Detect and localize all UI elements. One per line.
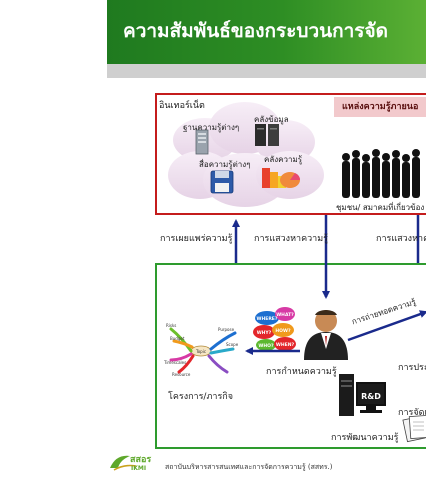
- question-bubbles-icon: WHERE? WHAT? WHY? HOW? WHO? WHEN?: [253, 307, 296, 351]
- cloud-knowledge-label: คลังความรู้: [264, 155, 303, 164]
- mind-map-word: Topic: [195, 349, 206, 354]
- organization-process-box: [155, 263, 426, 449]
- mind-map-word: Budget: [170, 336, 185, 341]
- cloud-warehouse-label: คลังข้อมูล: [254, 115, 289, 124]
- community-people-icon: [342, 149, 420, 198]
- rd-label: R&D: [361, 392, 381, 401]
- dissemination-label: การเผยแพร่ความรู้: [160, 234, 233, 244]
- mind-map-word: Purpose: [218, 327, 235, 332]
- cloud-media-label: สื่อความรู้ต่างๆ: [199, 160, 251, 169]
- title-underline-band: [107, 64, 426, 78]
- mind-map-word: Scope: [226, 342, 239, 347]
- mind-map-words: Topic Purpose Scope Risks Budget Timesca…: [163, 323, 239, 377]
- question-word: WHAT?: [276, 312, 294, 318]
- mind-map-icon: [169, 327, 237, 374]
- seeking-right-label: การแสวงหาค: [376, 234, 426, 244]
- logo-sub: IKMI: [131, 465, 146, 472]
- internet-label: อินเทอร์เน็ต: [159, 101, 205, 111]
- footer-text: สถาบันบริหารสารสนเทศและการจัดการความรู้ …: [165, 463, 333, 471]
- transfer-arrow: [347, 310, 426, 342]
- storing-label: การจัดเก: [398, 408, 426, 418]
- external-sources-label: แหล่งความรู้ภายนอ: [334, 97, 426, 117]
- cloud-databases-label: ฐานความรู้ต่างๆ: [183, 123, 240, 132]
- ikmi-logo: [110, 455, 137, 471]
- internet-cloud: [168, 102, 324, 207]
- rd-computer-icon: [339, 374, 386, 416]
- mind-map-word: Timescales: [163, 360, 186, 365]
- question-word: WHO?: [258, 343, 274, 349]
- expert-person-icon: [304, 309, 348, 360]
- community-label: ชุมชน/ สมาคมที่เกี่ยวข้อง: [336, 203, 425, 212]
- server-icon: [195, 129, 209, 155]
- defining-label: การกำหนดความรู้: [266, 367, 337, 377]
- database-icon: [255, 124, 279, 146]
- question-word: HOW?: [275, 328, 291, 334]
- documents-icon: [402, 414, 426, 443]
- project-label: โครงการ/ภารกิจ: [168, 392, 233, 402]
- mind-map-word: Resource: [172, 372, 191, 377]
- developing-label: การพัฒนาความรู้: [331, 433, 399, 443]
- seeking-center-label: การแสวงหาความรู้: [254, 234, 328, 244]
- external-sources-box: [155, 93, 426, 215]
- title-bar: ความสัมพันธ์ของกระบวนการจัด: [107, 0, 426, 64]
- knowledge-charts-icon: [262, 168, 301, 188]
- media-disk-icon: [210, 170, 234, 194]
- question-word: WHEN?: [276, 342, 295, 348]
- question-word: WHY?: [257, 330, 272, 336]
- question-word: WHERE?: [257, 316, 278, 322]
- mind-map-word: Risks: [166, 323, 176, 328]
- evaluation-label: การประ: [398, 363, 426, 373]
- logo-text: สสอร: [130, 455, 151, 465]
- page-title: ความสัมพันธ์ของกระบวนการจัด: [123, 20, 388, 42]
